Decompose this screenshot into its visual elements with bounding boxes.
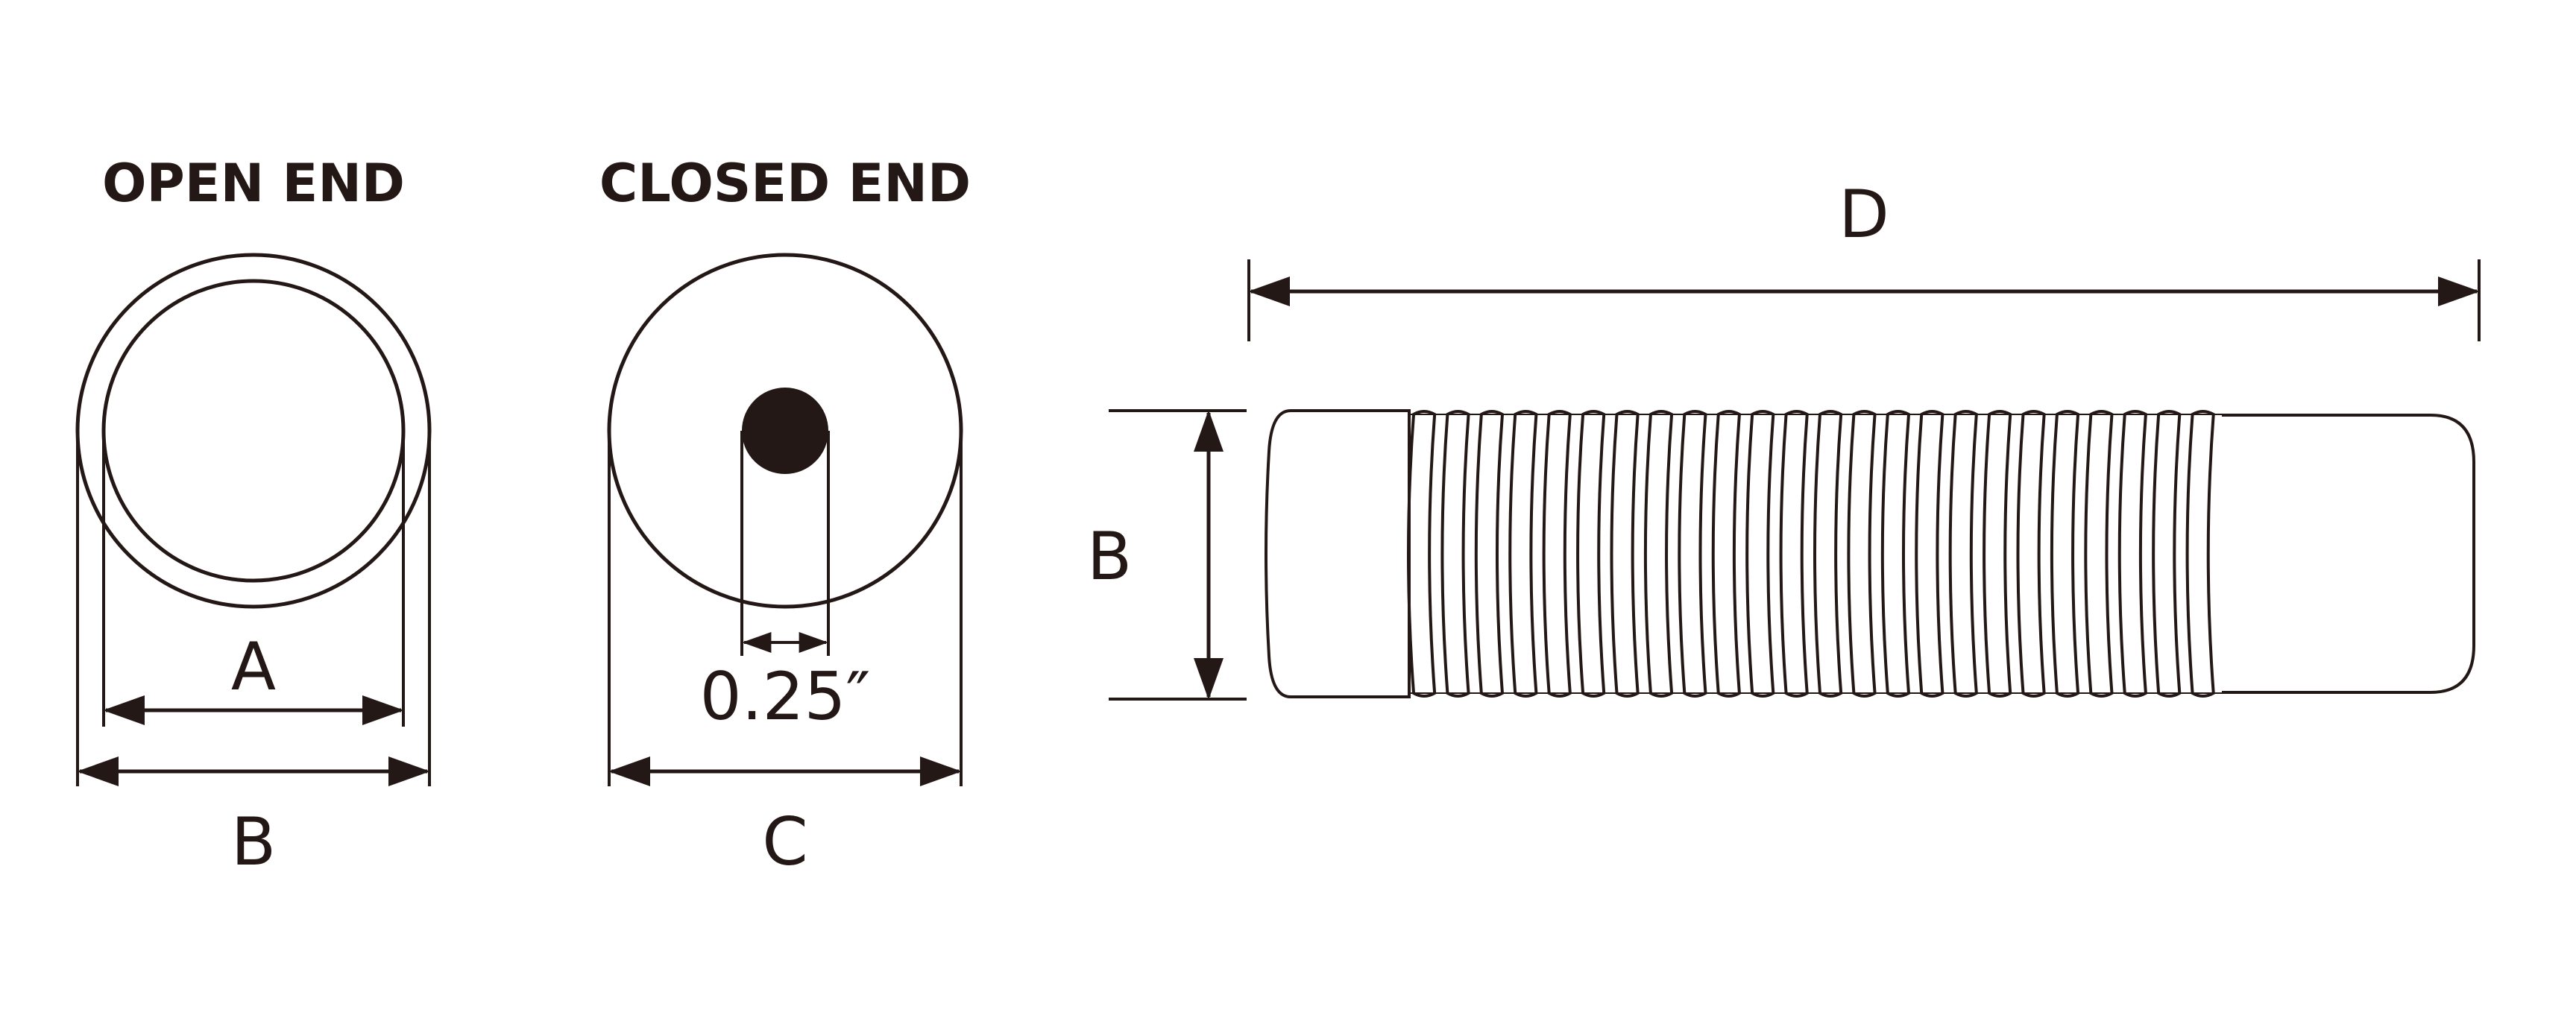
rib [1948, 410, 1978, 698]
closed-end-dim-c-label: C [762, 803, 807, 880]
rib [1983, 410, 2012, 698]
open-end-dim-b-label: B [231, 803, 276, 880]
open-end-outer-circle [75, 253, 432, 609]
open-end-inner-circle [101, 279, 406, 583]
rib [2185, 410, 2215, 698]
rib [1576, 410, 1606, 698]
rib [1407, 410, 1437, 698]
side-ribbed-section [1407, 410, 2222, 698]
rib [1779, 410, 1809, 698]
rib [1643, 410, 1674, 698]
side-right-end [2222, 414, 2475, 694]
rib [1678, 410, 1707, 698]
side-left-sleeve [1265, 409, 1411, 698]
rib [1915, 410, 1944, 698]
rib [1474, 410, 1505, 698]
rib [1813, 410, 1843, 698]
open-end-view: OPEN END A B [75, 153, 432, 880]
closed-end-hole-dim-label: 0.25″ [700, 658, 871, 735]
closed-end-view: CLOSED END 0.25″ C [599, 153, 971, 880]
rib [1880, 410, 1911, 698]
rib [1508, 410, 1538, 698]
closed-end-hole [742, 388, 828, 474]
rib [2016, 410, 2046, 698]
open-end-dim-a-label: A [231, 628, 276, 705]
rib [2084, 410, 2114, 698]
rib [1745, 410, 1775, 698]
rib [2152, 410, 2182, 698]
side-dim-b-label: B [1087, 518, 1132, 595]
side-view: D B [1087, 176, 2481, 701]
open-end-title: OPEN END [102, 153, 405, 214]
rib [1440, 410, 1470, 698]
rib [1542, 410, 1572, 698]
rib [1847, 410, 1877, 698]
closed-end-title: CLOSED END [599, 153, 971, 214]
rib [2117, 410, 2147, 698]
rib [1711, 410, 1741, 698]
side-dim-d-label: D [1839, 176, 1889, 253]
rib [1610, 410, 1640, 698]
rib [2050, 410, 2080, 698]
